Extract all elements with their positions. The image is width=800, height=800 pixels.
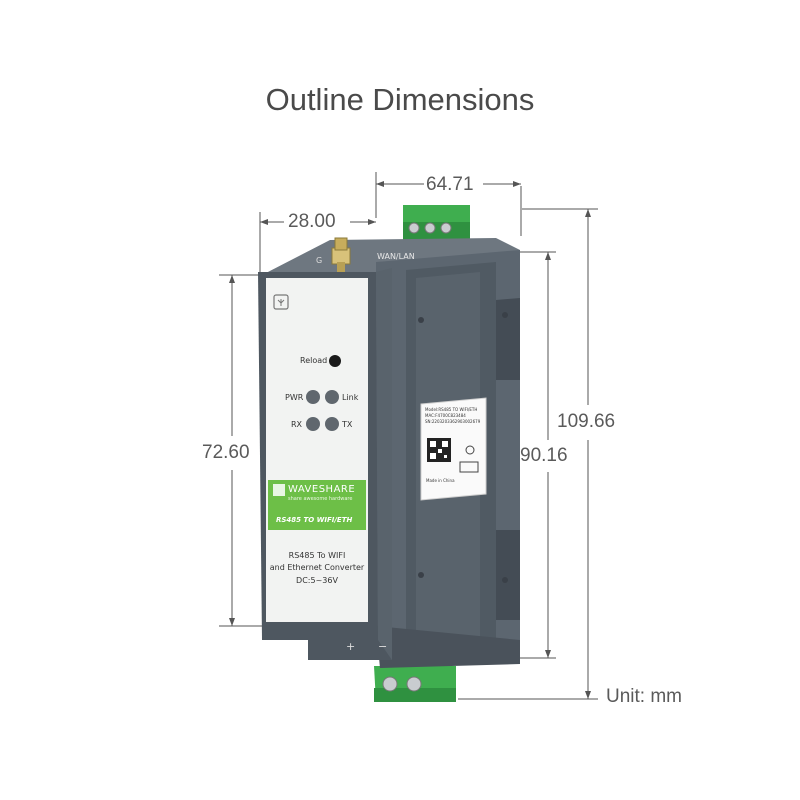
product-name-line1: RS485 To WIFI <box>288 551 346 560</box>
reload-label: Reload <box>300 356 328 365</box>
led-label-link: Link <box>342 393 359 402</box>
brand-tagline: share awesome hardware <box>288 496 353 502</box>
power-spec: DC:5~36V <box>296 576 338 585</box>
top-terminal-block <box>403 205 470 240</box>
front-panel <box>266 278 368 622</box>
dimension-depth: 28.00 <box>288 211 336 232</box>
power-plus-label: + <box>346 640 356 653</box>
antenna-label: G <box>316 256 323 265</box>
dimension-width: 64.71 <box>426 174 474 195</box>
side-label-sn: SN:2203203362903002679 <box>425 419 481 424</box>
dimension-total-height: 109.66 <box>557 411 616 432</box>
port-label: WAN/LAN <box>377 252 415 261</box>
led-label-pwr: PWR <box>285 393 304 402</box>
side-label-mac: MAC:F4700C823484 <box>425 413 466 418</box>
side-label-origin: Made in China <box>426 478 455 483</box>
unit-label: Unit: mm <box>606 686 682 707</box>
dimension-side-height: 90.16 <box>520 445 568 466</box>
bottom-terminal-block <box>374 666 456 702</box>
product-name-line2: and Ethernet Converter <box>269 563 365 572</box>
antenna-connector <box>331 237 351 272</box>
dimension-front-height: 72.60 <box>202 442 250 463</box>
brand-logo: WAVESHARE <box>288 484 356 495</box>
led-label-rx: RX <box>291 420 303 429</box>
led-label-tx: TX <box>342 420 353 429</box>
model-banner: RS485 TO WIFI/ETH <box>276 516 353 524</box>
page-title: Outline Dimensions <box>265 82 535 117</box>
side-label-sticker <box>420 397 487 501</box>
side-label-model: Model:RS485 TO WIFI/ETH <box>425 407 478 412</box>
power-minus-label: − <box>378 640 388 653</box>
